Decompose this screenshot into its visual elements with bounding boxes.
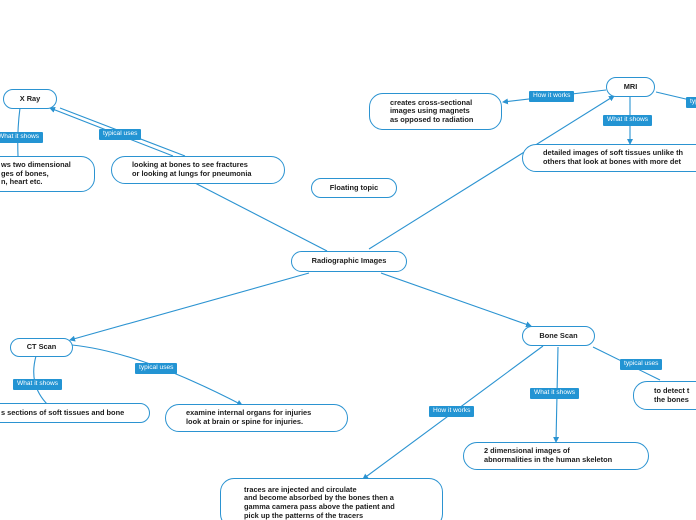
label-bone-what-it-shows[interactable]: What it shows: [530, 388, 580, 399]
topic-bone-scan[interactable]: Bone Scan: [522, 326, 595, 346]
floating-topic-label: Floating topic: [329, 182, 379, 192]
topic-xray[interactable]: X Ray: [3, 89, 57, 109]
label-ct-what-it-shows[interactable]: What it shows: [13, 379, 63, 390]
subtopic-bone-how[interactable]: traces are injected and circulate and be…: [220, 478, 443, 520]
label-ct-typical-uses[interactable]: typical uses: [135, 363, 178, 374]
topic-xray-label: X Ray: [19, 93, 41, 103]
subtopic-mri-how-text: creates cross-sectional images using mag…: [390, 97, 474, 124]
link-center-mri: [368, 95, 615, 250]
topic-mri-label: MRI: [623, 81, 638, 91]
link-ct-uses: [71, 344, 243, 406]
subtopic-xray-shows-text: ws two dimensional ges of bones, n, hear…: [1, 160, 71, 187]
central-topic-radiographic-images[interactable]: Radiographic Images: [291, 251, 407, 272]
label-xray-typical-uses[interactable]: typical uses: [99, 129, 142, 140]
label-bone-how-it-works[interactable]: How it works: [429, 406, 475, 417]
link-center-bone: [380, 272, 532, 328]
topic-ct-scan[interactable]: CT Scan: [10, 338, 73, 357]
subtopic-ct-uses-text: examine internal organs for injuries loo…: [186, 408, 312, 426]
topic-bone-scan-label: Bone Scan: [539, 330, 578, 340]
label-mri-how-it-works[interactable]: How it works: [529, 91, 575, 102]
subtopic-xray-shows[interactable]: ws two dimensional ges of bones, n, hear…: [0, 156, 95, 192]
subtopic-mri-shows-text: detailed images of soft tissues unlike t…: [543, 148, 684, 166]
subtopic-ct-shows[interactable]: s sections of soft tissues and bone: [0, 403, 150, 423]
label-mri-what-it-shows[interactable]: What it shows: [603, 115, 653, 126]
floating-topic[interactable]: Floating topic: [311, 178, 397, 198]
subtopic-bone-how-text: traces are injected and circulate and be…: [244, 484, 395, 520]
link-center-xray: [194, 182, 328, 252]
label-bone-typical-uses[interactable]: typical uses: [620, 359, 663, 370]
subtopic-mri-how[interactable]: creates cross-sectional images using mag…: [369, 93, 502, 130]
link-xray-shows: [17, 107, 21, 157]
link-mri-typical: [655, 91, 691, 101]
subtopic-bone-shows-text: 2 dimensional images of abnormalities in…: [484, 446, 613, 464]
subtopic-bone-shows[interactable]: 2 dimensional images of abnormalities in…: [463, 442, 649, 470]
topic-mri[interactable]: MRI: [606, 77, 655, 97]
central-topic-label: Radiographic Images: [311, 256, 387, 266]
subtopic-bone-uses[interactable]: to detect t the bones: [633, 381, 696, 410]
subtopic-ct-uses[interactable]: examine internal organs for injuries loo…: [165, 404, 348, 432]
subtopic-xray-uses-text: looking at bones to see fractures or loo…: [132, 160, 252, 178]
label-mri-typical-uses[interactable]: typ: [686, 97, 696, 108]
subtopic-bone-uses-text: to detect t the bones: [654, 385, 690, 404]
link-center-ct: [69, 272, 310, 342]
label-xray-what-it-shows[interactable]: What it shows: [0, 132, 44, 143]
subtopic-mri-shows[interactable]: detailed images of soft tissues unlike t…: [522, 144, 696, 172]
topic-ct-scan-label: CT Scan: [26, 342, 57, 352]
subtopic-ct-shows-text: s sections of soft tissues and bone: [1, 407, 125, 417]
subtopic-xray-uses[interactable]: looking at bones to see fractures or loo…: [111, 156, 285, 184]
